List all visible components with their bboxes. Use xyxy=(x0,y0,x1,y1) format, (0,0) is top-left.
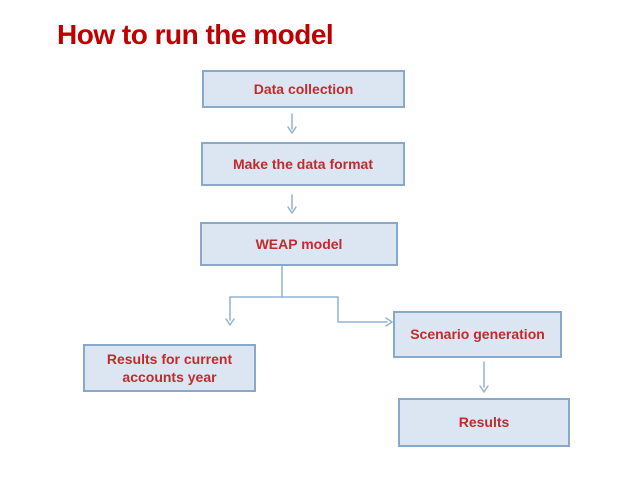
flow-box-data-collection: Data collection xyxy=(202,70,405,108)
flow-box-results-current-accounts: Results for current accounts year xyxy=(83,344,256,392)
flow-box-make-data-format: Make the data format xyxy=(201,142,405,186)
connector-weap-branch xyxy=(229,265,339,298)
flow-box-label: Results xyxy=(458,414,510,431)
flow-box-label: Scenario generation xyxy=(410,326,545,343)
slide-title: How to run the model xyxy=(57,19,334,50)
flow-box-label: Data collection xyxy=(253,80,354,97)
flow-box-results: Results xyxy=(398,398,570,447)
arrow-format-to-weap xyxy=(287,194,297,214)
flow-box-weap-model: WEAP model xyxy=(200,222,398,266)
flow-box-scenario-generation: Scenario generation xyxy=(393,311,562,358)
arrow-data-to-format xyxy=(287,113,297,134)
arrow-scenario-to-results xyxy=(479,361,489,393)
flow-box-label: Results for current accounts year xyxy=(106,350,233,385)
arrow-weap-to-scenario xyxy=(337,296,393,327)
flow-box-label: WEAP model xyxy=(255,235,343,252)
arrow-weap-to-current-results xyxy=(225,296,235,326)
flow-box-label: Make the data format xyxy=(232,155,374,172)
